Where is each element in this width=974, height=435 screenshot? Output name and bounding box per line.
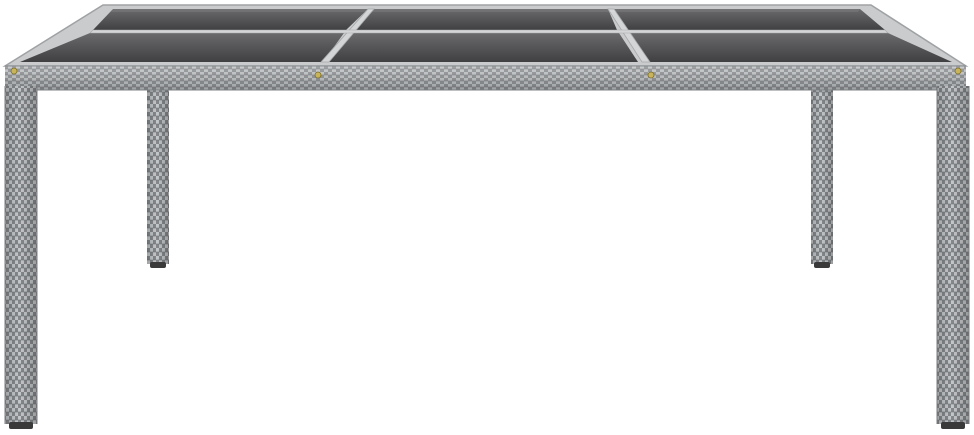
front-right-leg xyxy=(936,86,970,429)
screw xyxy=(954,67,962,75)
screw xyxy=(314,71,322,79)
back-right-leg xyxy=(811,86,833,268)
table-apron xyxy=(5,65,966,91)
table-top xyxy=(2,4,969,67)
front-left-leg xyxy=(4,86,38,429)
glass-panel xyxy=(351,9,617,30)
glass-panel xyxy=(329,33,638,62)
screw xyxy=(10,67,18,75)
screw xyxy=(647,71,655,79)
back-left-leg xyxy=(147,86,169,268)
glass-panel xyxy=(624,33,952,62)
glass-panel xyxy=(614,9,885,30)
glass-panel xyxy=(20,33,344,62)
glass-panel xyxy=(93,9,368,30)
